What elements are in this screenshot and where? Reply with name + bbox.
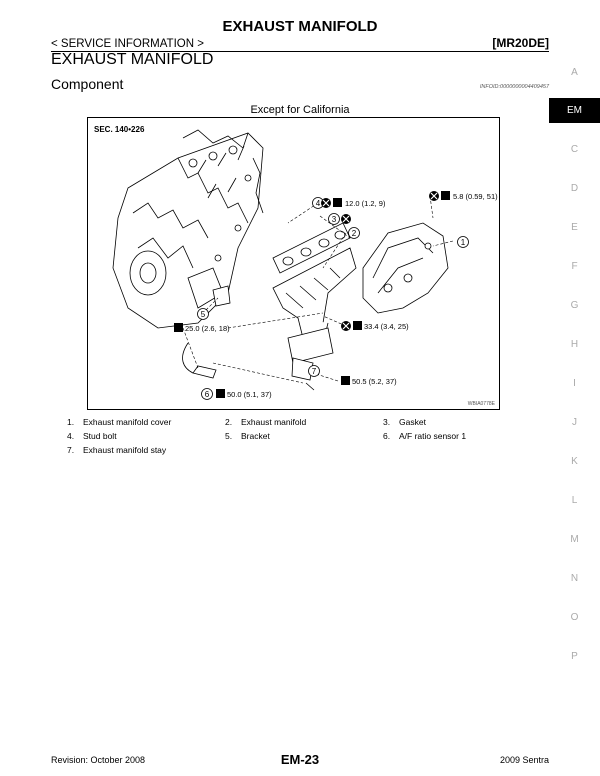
legend-item: 2. Exhaust manifold bbox=[225, 417, 306, 427]
torque-value-2: 5.8 (0.59, 51) bbox=[453, 192, 498, 201]
torque-value-6: 50.0 (5.1, 37) bbox=[227, 390, 272, 399]
component-heading: Component bbox=[51, 76, 124, 92]
replace-icon bbox=[341, 321, 351, 331]
tab-i[interactable]: I bbox=[573, 378, 576, 389]
legend-num: 3. bbox=[383, 417, 391, 427]
torque-spec-6: 50.0 (5.1, 37) bbox=[216, 389, 272, 399]
revision-date: Revision: October 2008 bbox=[51, 755, 146, 765]
callout-3-label: 3 bbox=[332, 215, 337, 224]
legend-label: Exhaust manifold stay bbox=[83, 445, 167, 455]
callout-6: 6 bbox=[201, 388, 213, 400]
torque-value-5: 50.5 (5.2, 37) bbox=[352, 377, 397, 386]
page-number: EM-23 bbox=[280, 752, 320, 767]
tab-e[interactable]: E bbox=[571, 222, 578, 233]
legend-item: 5. Bracket bbox=[225, 431, 270, 441]
figure-image-id: WBIA0778E bbox=[468, 401, 496, 407]
tab-n[interactable]: N bbox=[570, 573, 579, 584]
callout-7: 7 bbox=[308, 365, 320, 377]
tab-l[interactable]: L bbox=[571, 495, 578, 506]
legend-item: 7. Exhaust manifold stay bbox=[67, 445, 166, 455]
tab-a[interactable]: A bbox=[571, 67, 578, 78]
legend-item: 1. Exhaust manifold cover bbox=[67, 417, 171, 427]
tab-f[interactable]: F bbox=[571, 261, 578, 272]
torque-spec-1: 12.0 (1.2, 9) bbox=[333, 198, 386, 208]
legend-num: 5. bbox=[225, 431, 233, 441]
page-header-title: EXHAUST MANIFOLD bbox=[222, 18, 378, 35]
replace-icon bbox=[321, 198, 331, 208]
legend-label: Exhaust manifold cover bbox=[83, 417, 172, 427]
torque-value-4: 25.0 (2.6, 18) bbox=[185, 324, 230, 333]
gasket-drawing bbox=[272, 222, 351, 274]
engine-block-drawing bbox=[112, 129, 264, 329]
manifold-drawing bbox=[272, 247, 357, 364]
tab-p[interactable]: P bbox=[571, 651, 578, 662]
info-id: INFOID:0000000004409457 bbox=[479, 84, 549, 90]
engine-code: [MR20DE] bbox=[492, 36, 549, 50]
manifold-cover-drawing bbox=[362, 222, 449, 314]
legend-item: 3. Gasket bbox=[383, 417, 426, 427]
tab-o[interactable]: O bbox=[570, 612, 579, 623]
callout-2: 2 bbox=[348, 227, 360, 239]
tab-c[interactable]: C bbox=[570, 144, 579, 155]
tab-j[interactable]: J bbox=[572, 417, 577, 428]
legend-num: 4. bbox=[67, 431, 75, 441]
tab-k[interactable]: K bbox=[571, 456, 578, 467]
header-divider bbox=[51, 51, 549, 52]
callout-1: 1 bbox=[457, 236, 469, 248]
legend-num: 1. bbox=[67, 417, 75, 427]
callout-5-label: 5 bbox=[201, 310, 206, 319]
callout-4-label: 4 bbox=[316, 199, 321, 208]
legend-num: 2. bbox=[225, 417, 233, 427]
callout-5: 5 bbox=[197, 308, 209, 320]
replace-part-icons bbox=[321, 191, 439, 331]
callout-6-label: 6 bbox=[205, 390, 210, 399]
figure-caption: Except for California bbox=[250, 104, 350, 116]
section-title: EXHAUST MANIFOLD bbox=[51, 51, 214, 68]
replace-icon bbox=[341, 214, 351, 224]
torque-spec-4: 25.0 (2.6, 18) bbox=[174, 323, 230, 333]
tab-em[interactable]: EM bbox=[549, 98, 600, 123]
torque-spec-3: 33.4 (3.4, 25) bbox=[353, 321, 409, 331]
tab-h[interactable]: H bbox=[570, 339, 579, 350]
legend-item: 6. A/F ratio sensor 1 bbox=[383, 431, 466, 441]
callout-7-label: 7 bbox=[312, 367, 317, 376]
legend-label: Stud bolt bbox=[83, 431, 117, 441]
legend-label: Bracket bbox=[241, 431, 270, 441]
component-diagram: SEC. 140•226 1 2 3 4 5 6 7 12.0 (1.2, 9)… bbox=[87, 117, 500, 410]
exploded-view-drawing: SEC. 140•226 1 2 3 4 5 6 7 12.0 (1.2, 9)… bbox=[94, 125, 498, 407]
replace-icon bbox=[429, 191, 439, 201]
callout-3: 3 bbox=[328, 213, 340, 225]
torque-value-3: 33.4 (3.4, 25) bbox=[364, 322, 409, 331]
legend-num: 7. bbox=[67, 445, 75, 455]
torque-spec-5: 50.5 (5.2, 37) bbox=[341, 376, 397, 386]
legend-label: Exhaust manifold bbox=[241, 417, 307, 427]
vehicle-model: 2009 Sentra bbox=[499, 755, 549, 765]
sensor-bracket-drawing bbox=[182, 285, 315, 391]
legend-label: Gasket bbox=[399, 417, 426, 427]
callout-2-label: 2 bbox=[352, 229, 357, 238]
breadcrumb[interactable]: < SERVICE INFORMATION > bbox=[51, 38, 204, 50]
legend-item: 4. Stud bolt bbox=[67, 431, 117, 441]
legend-num: 6. bbox=[383, 431, 391, 441]
tab-m[interactable]: M bbox=[570, 534, 579, 545]
section-ref: SEC. 140•226 bbox=[94, 125, 145, 134]
torque-value-1: 12.0 (1.2, 9) bbox=[345, 199, 386, 208]
torque-spec-2: 5.8 (0.59, 51) bbox=[441, 191, 498, 201]
callout-1-label: 1 bbox=[461, 238, 466, 247]
tab-d[interactable]: D bbox=[570, 183, 579, 194]
tab-g[interactable]: G bbox=[570, 300, 579, 311]
legend-label: A/F ratio sensor 1 bbox=[399, 431, 467, 441]
